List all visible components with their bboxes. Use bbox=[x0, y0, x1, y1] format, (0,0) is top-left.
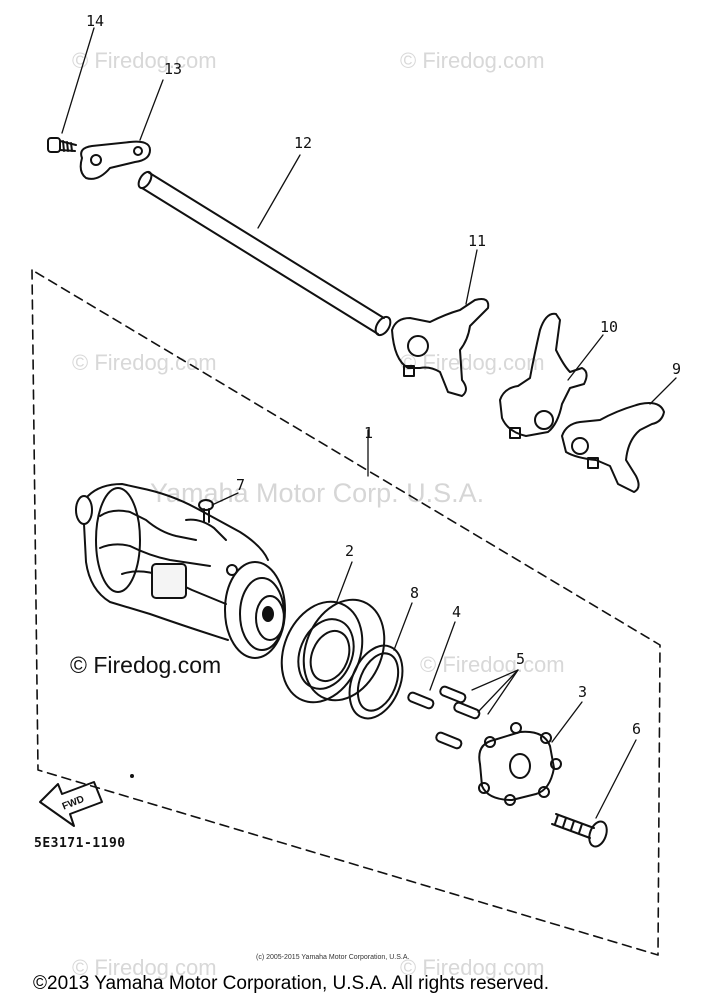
callout-3: 3 bbox=[578, 683, 588, 701]
callout-6: 6 bbox=[632, 720, 642, 738]
segment-part-3 bbox=[478, 722, 562, 806]
leader-5c bbox=[487, 669, 519, 715]
bearing-part-2 bbox=[280, 598, 386, 704]
callout-1: 1 bbox=[364, 424, 374, 442]
callout-14: 14 bbox=[86, 12, 105, 30]
assembly-dashed-outline bbox=[31, 269, 661, 956]
leader-3 bbox=[551, 701, 583, 743]
circlip-part-8 bbox=[348, 644, 404, 720]
shift-fork-part-9 bbox=[561, 402, 665, 493]
stray-dot bbox=[130, 774, 134, 778]
shift-fork-part-10 bbox=[499, 312, 588, 439]
watermark-bottom-left: © Firedog.com bbox=[72, 955, 217, 980]
callout-2: 2 bbox=[345, 542, 355, 560]
leader-5a bbox=[471, 669, 519, 691]
callout-10: 10 bbox=[600, 318, 619, 336]
bolt-part-6 bbox=[551, 813, 608, 848]
watermark-top-left: © Firedog.com bbox=[72, 48, 217, 73]
leader-13 bbox=[139, 79, 164, 141]
watermark-lower-right: © Firedog.com bbox=[420, 652, 565, 677]
watermark-mid-left: © Firedog.com bbox=[72, 350, 217, 375]
callout-12: 12 bbox=[294, 134, 313, 152]
leader-10 bbox=[567, 334, 604, 381]
leader-9 bbox=[649, 377, 677, 405]
callout-5: 5 bbox=[516, 650, 526, 668]
leader-7 bbox=[211, 492, 239, 506]
leader-6 bbox=[595, 739, 637, 819]
leader-8 bbox=[393, 602, 413, 651]
guide-bar-part-12 bbox=[137, 170, 392, 337]
callout-7: 7 bbox=[236, 476, 246, 494]
callout-11: 11 bbox=[468, 232, 487, 250]
shift-fork-part-11 bbox=[391, 298, 490, 397]
footer-copyright: ©2013 Yamaha Motor Corporation, U.S.A. A… bbox=[33, 973, 549, 994]
leader-14 bbox=[61, 27, 95, 134]
pin-part-4 bbox=[407, 691, 435, 710]
callout-8: 8 bbox=[410, 584, 420, 602]
shift-drum-assembly bbox=[75, 483, 286, 659]
leader-4 bbox=[429, 621, 456, 691]
watermark-center: Yamaha Motor Corp. U.S.A. bbox=[150, 478, 485, 508]
bolt-part-14 bbox=[47, 137, 77, 153]
callout-4: 4 bbox=[452, 603, 462, 621]
watermark-top-right: © Firedog.com bbox=[400, 48, 545, 73]
leader-5b bbox=[477, 669, 519, 713]
part-code: 5E3171-1190 bbox=[34, 836, 126, 851]
callout-13: 13 bbox=[164, 60, 183, 78]
fwd-arrow-icon: FWD bbox=[39, 781, 103, 827]
screw-part-7 bbox=[198, 499, 214, 523]
callout-9: 9 bbox=[672, 360, 682, 378]
small-copyright: (c) 2005-2015 Yamaha Motor Corporation, … bbox=[256, 954, 410, 961]
plate-part-13 bbox=[79, 140, 151, 180]
leader-12 bbox=[257, 154, 301, 229]
watermark-dark: © Firedog.com bbox=[70, 652, 222, 678]
leader-2 bbox=[335, 561, 353, 605]
leader-11 bbox=[465, 249, 478, 305]
pins-part-5 bbox=[435, 685, 481, 750]
watermark-bottom-right: © Firedog.com bbox=[400, 955, 545, 980]
